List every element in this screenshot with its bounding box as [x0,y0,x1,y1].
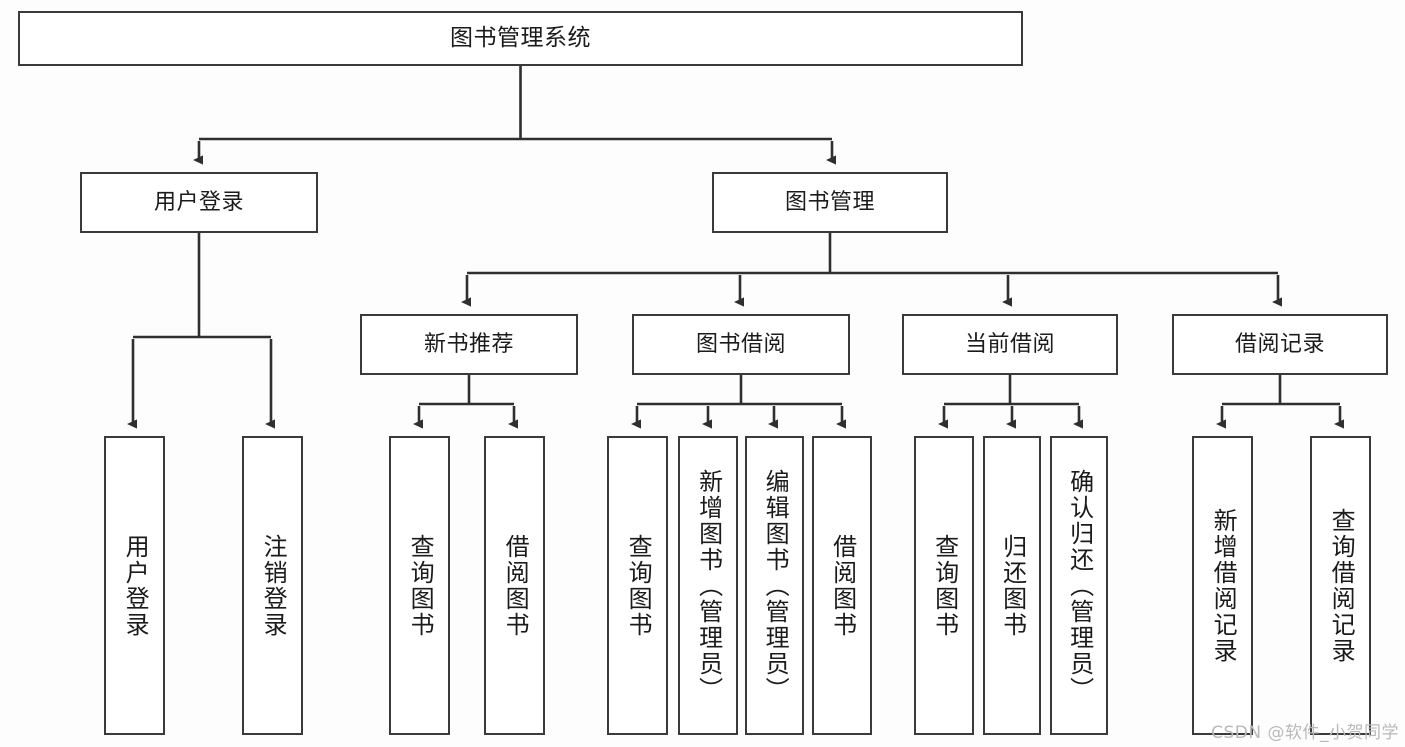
node-root[interactable]: 图书管理系统 [18,11,1023,66]
node-leaf-edit-book[interactable]: 编辑图书（管理员） [745,436,804,735]
node-leaf-borrow-book-2-label: 借阅图书 [828,533,857,638]
node-leaf-edit-book-label: 编辑图书（管理员） [761,468,790,703]
watermark-text: CSDN @软件_小贺同学 [1211,723,1399,743]
node-leaf-user-login[interactable]: 用户登录 [104,436,165,735]
node-borrow-record-label: 借阅记录 [1234,331,1325,357]
node-leaf-query-book-2-label: 查询图书 [624,533,653,638]
node-leaf-borrow-book-2[interactable]: 借阅图书 [812,436,872,735]
node-current-borrow-label: 当前借阅 [964,331,1055,357]
node-leaf-borrow-book-1[interactable]: 借阅图书 [484,436,545,735]
node-borrow-record[interactable]: 借阅记录 [1172,314,1388,375]
node-leaf-user-login-label: 用户登录 [121,533,150,638]
node-leaf-query-book-1-label: 查询图书 [406,533,435,638]
node-leaf-borrow-book-1-label: 借阅图书 [501,533,530,638]
node-leaf-query-book-2[interactable]: 查询图书 [607,436,668,735]
node-leaf-return-book-label: 归还图书 [998,533,1027,638]
node-leaf-logout-label: 注销登录 [259,533,288,638]
node-book-borrow[interactable]: 图书借阅 [632,314,850,375]
node-root-label: 图书管理系统 [450,24,591,51]
node-leaf-add-book[interactable]: 新增图书（管理员） [678,436,738,735]
node-book-manage-label: 图书管理 [784,189,875,215]
node-leaf-add-record[interactable]: 新增借阅记录 [1192,436,1253,735]
node-leaf-confirm-return[interactable]: 确认归还（管理员） [1050,436,1108,735]
node-leaf-query-book-3-label: 查询图书 [930,533,959,638]
node-new-book-recommend[interactable]: 新书推荐 [360,314,578,375]
node-leaf-query-record-label: 查询借阅记录 [1327,507,1356,664]
node-new-book-recommend-label: 新书推荐 [423,331,514,357]
node-leaf-query-book-1[interactable]: 查询图书 [389,436,450,735]
node-leaf-add-record-label: 新增借阅记录 [1209,507,1238,664]
node-leaf-return-book[interactable]: 归还图书 [983,436,1041,735]
node-leaf-confirm-return-label: 确认归还（管理员） [1065,468,1094,703]
node-book-borrow-label: 图书借阅 [695,331,786,357]
node-book-manage[interactable]: 图书管理 [712,172,948,233]
node-user-login-label: 用户登录 [153,189,244,215]
node-user-login[interactable]: 用户登录 [80,172,318,233]
node-current-borrow[interactable]: 当前借阅 [902,314,1118,375]
node-leaf-logout[interactable]: 注销登录 [242,436,303,735]
node-leaf-query-book-3[interactable]: 查询图书 [914,436,974,735]
node-leaf-add-book-label: 新增图书（管理员） [694,468,723,703]
node-leaf-query-record[interactable]: 查询借阅记录 [1310,436,1371,735]
